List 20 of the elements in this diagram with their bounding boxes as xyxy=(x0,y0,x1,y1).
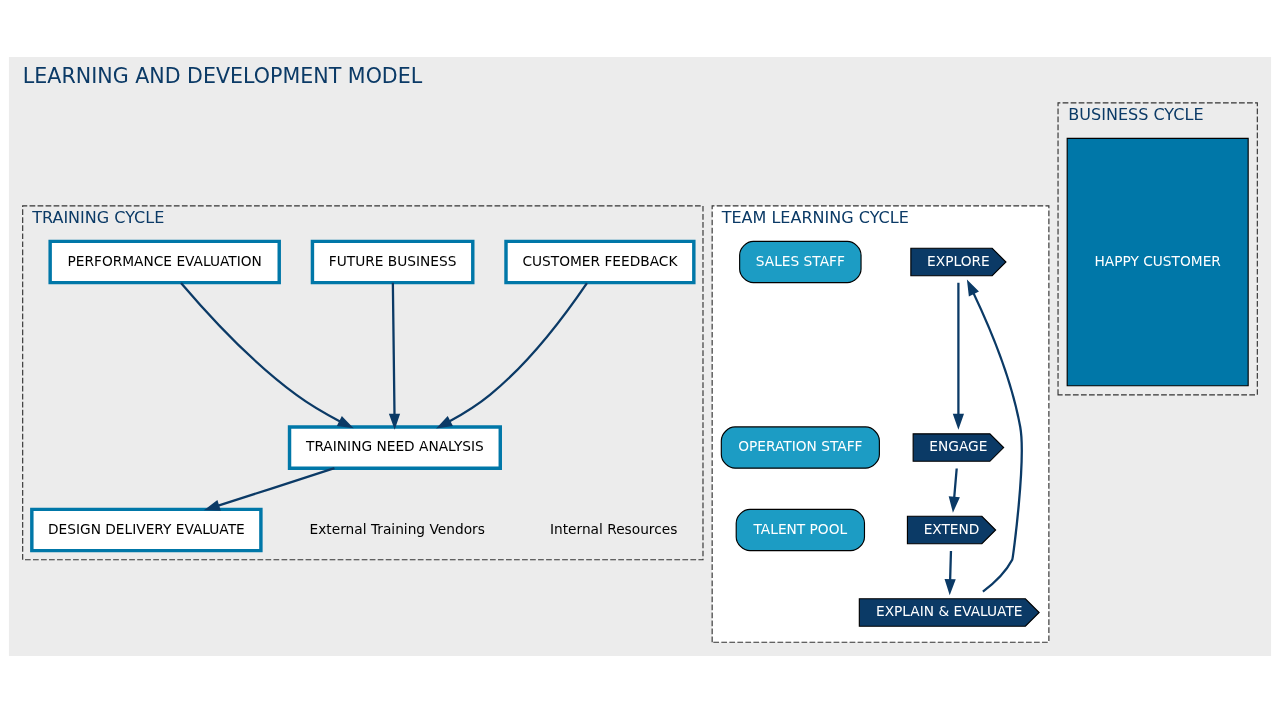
label: Internal Resources xyxy=(549,520,678,537)
arrow xyxy=(944,550,956,595)
arrow xyxy=(966,279,1023,593)
arrow xyxy=(952,282,965,430)
node-box: SALES STAFF xyxy=(739,240,862,283)
node-box: FUTURE BUSINESS xyxy=(310,239,475,284)
arrow xyxy=(203,466,335,511)
node-box: OPERATION STAFF xyxy=(720,425,880,469)
node-box: CUSTOMER FEEDBACK xyxy=(504,239,696,284)
label: External Training Vendors xyxy=(309,520,485,537)
node-box: TALENT POOL xyxy=(735,508,866,551)
node-box: DESIGN DELIVERY EVALUATE xyxy=(30,507,263,552)
node-box: HAPPY CUSTOMER xyxy=(1066,137,1249,386)
arrow xyxy=(948,467,960,513)
arrow xyxy=(436,281,588,428)
diagram-title: LEARNING AND DEVELOPMENT MODEL xyxy=(22,63,423,88)
node-box: PERFORMANCE EVALUATION xyxy=(48,239,281,284)
node-box: TRAINING NEED ANALYSIS xyxy=(287,424,502,470)
arrow xyxy=(180,281,354,428)
arrow xyxy=(388,282,401,430)
